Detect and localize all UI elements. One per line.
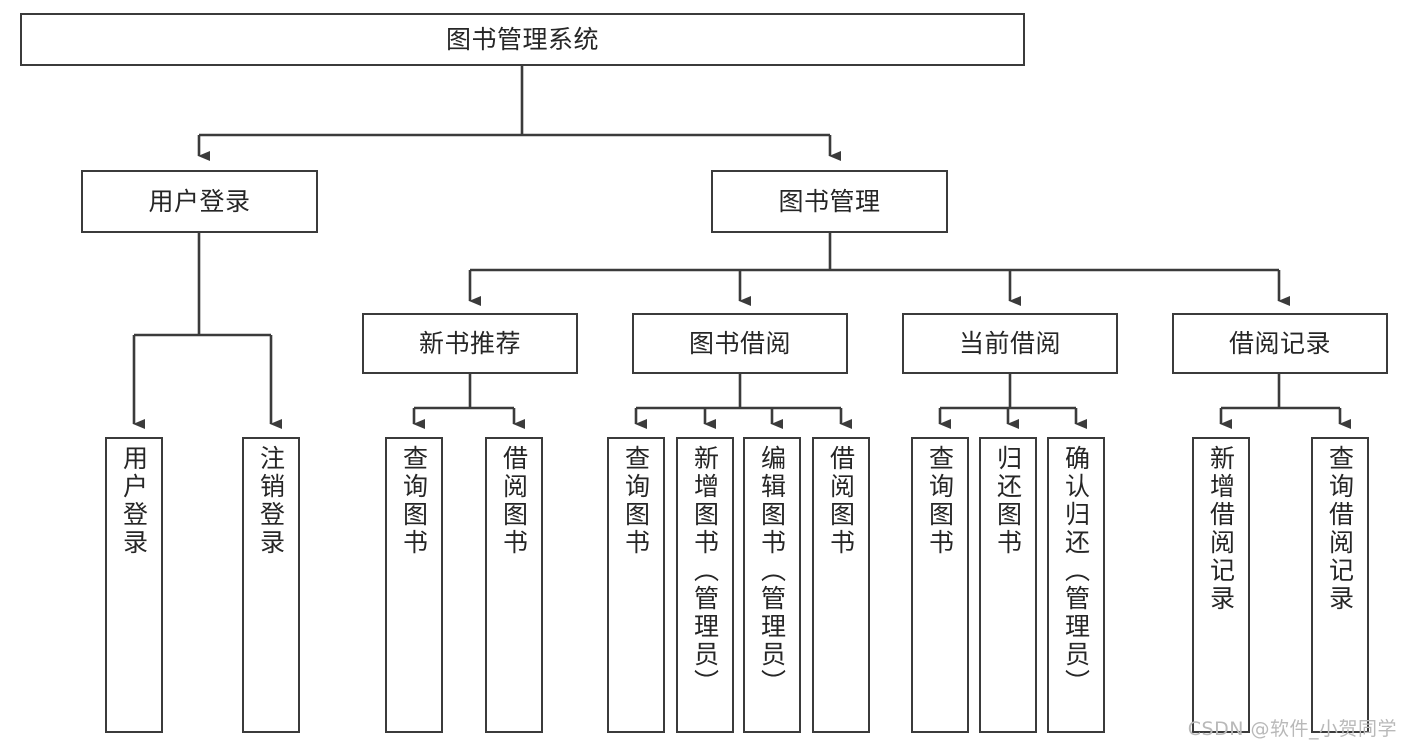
leaf-borrow-book[interactable]: 借阅图书 bbox=[812, 437, 870, 733]
node-borrow-record[interactable]: 借阅记录 bbox=[1172, 313, 1388, 374]
node-book-borrow[interactable]: 图书借阅 bbox=[632, 313, 848, 374]
node-label: 查询借阅记录 bbox=[1325, 445, 1355, 613]
node-label: 查询图书 bbox=[399, 445, 429, 557]
node-label: 查询图书 bbox=[621, 445, 651, 557]
csdn-watermark: CSDN @软件_小贺同学 bbox=[1187, 718, 1397, 740]
leaf-user-login[interactable]: 用户登录 bbox=[105, 437, 163, 733]
leaf-add-borrow-record[interactable]: 新增借阅记录 bbox=[1192, 437, 1250, 733]
node-book-management[interactable]: 图书管理 bbox=[711, 170, 948, 233]
leaf-return-book[interactable]: 归还图书 bbox=[979, 437, 1037, 733]
node-label: 借阅图书 bbox=[499, 445, 529, 557]
node-label: 归还图书 bbox=[993, 445, 1023, 557]
node-label: 借阅记录 bbox=[1228, 328, 1331, 358]
node-label: 当前借阅 bbox=[958, 328, 1061, 358]
node-label: 新增借阅记录 bbox=[1206, 445, 1236, 613]
node-label: 新书推荐 bbox=[418, 328, 521, 358]
leaf-confirm-return-admin[interactable]: 确认归还（管理员） bbox=[1047, 437, 1105, 733]
node-label: 图书借阅 bbox=[688, 328, 791, 358]
node-current-borrow[interactable]: 当前借阅 bbox=[902, 313, 1118, 374]
leaf-query-book-current[interactable]: 查询图书 bbox=[911, 437, 969, 733]
node-label: 编辑图书（管理员） bbox=[757, 445, 787, 697]
node-label: 确认归还（管理员） bbox=[1061, 445, 1091, 697]
node-root-book-management-system[interactable]: 图书管理系统 bbox=[20, 13, 1025, 66]
node-label: 用户登录 bbox=[119, 445, 149, 557]
node-user-login[interactable]: 用户登录 bbox=[81, 170, 318, 233]
leaf-logout[interactable]: 注销登录 bbox=[242, 437, 300, 733]
leaf-query-book-recommend[interactable]: 查询图书 bbox=[385, 437, 443, 733]
node-label: 图书管理系统 bbox=[445, 24, 599, 54]
node-label: 查询图书 bbox=[925, 445, 955, 557]
leaf-edit-book-admin[interactable]: 编辑图书（管理员） bbox=[743, 437, 801, 733]
node-label: 借阅图书 bbox=[826, 445, 856, 557]
node-label: 注销登录 bbox=[256, 445, 286, 557]
leaf-query-book-borrow[interactable]: 查询图书 bbox=[607, 437, 665, 733]
node-new-book-recommend[interactable]: 新书推荐 bbox=[362, 313, 578, 374]
node-label: 用户登录 bbox=[148, 186, 251, 216]
leaf-query-borrow-record[interactable]: 查询借阅记录 bbox=[1311, 437, 1369, 733]
leaf-add-book-admin[interactable]: 新增图书（管理员） bbox=[676, 437, 734, 733]
node-label: 新增图书（管理员） bbox=[690, 445, 720, 697]
leaf-borrow-book-recommend[interactable]: 借阅图书 bbox=[485, 437, 543, 733]
node-label: 图书管理 bbox=[778, 186, 881, 216]
